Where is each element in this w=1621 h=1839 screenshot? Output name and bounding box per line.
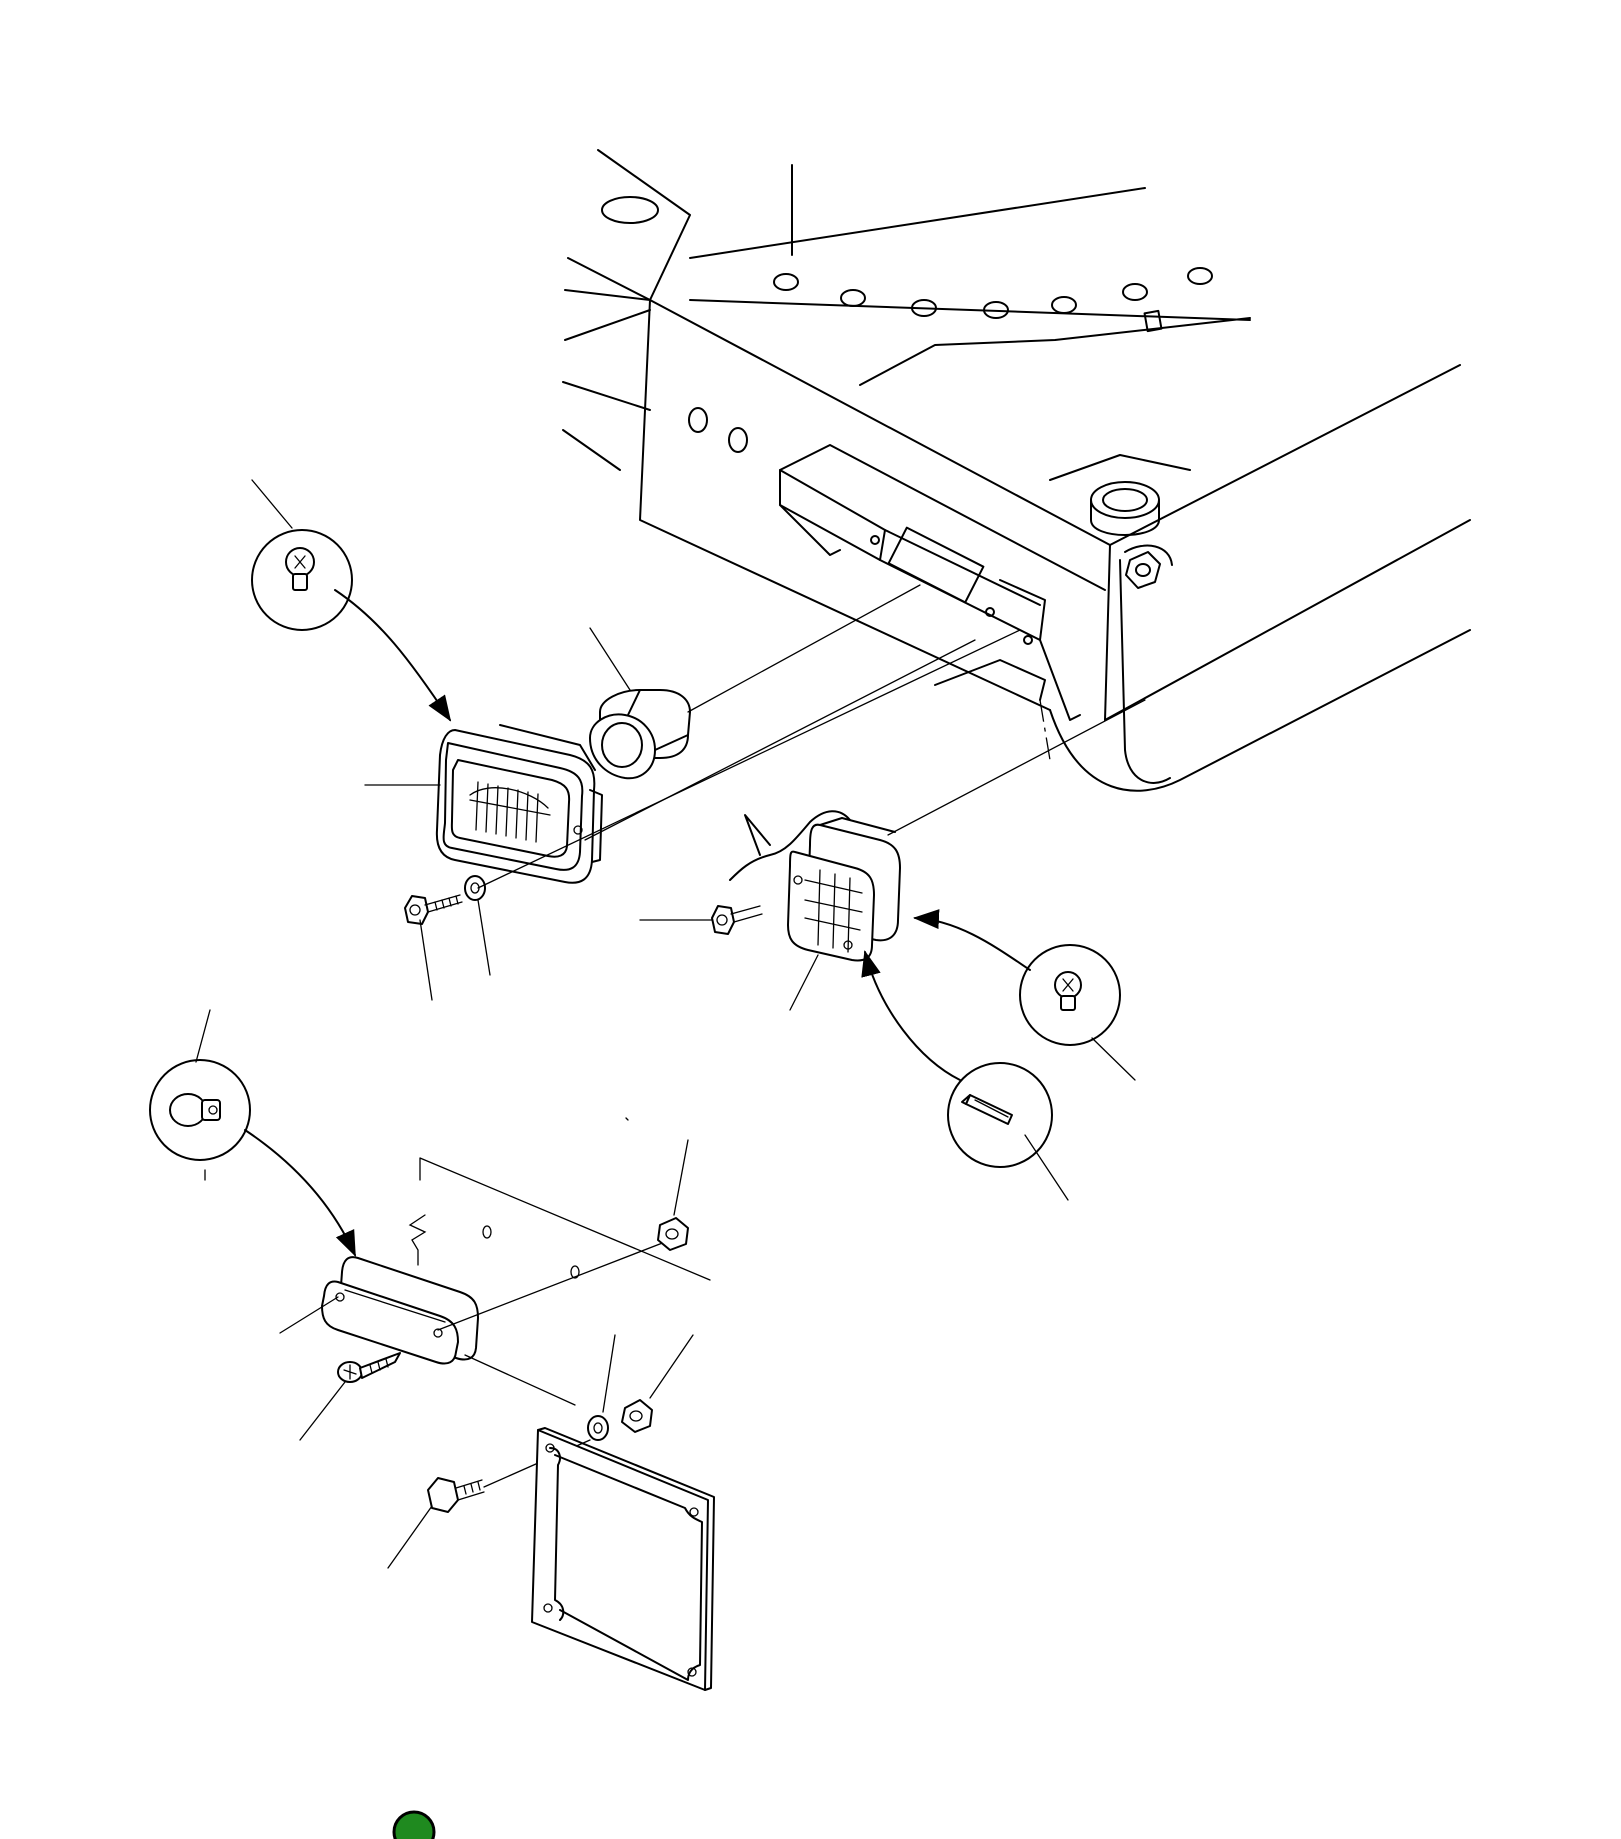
festoon-bulb-icon [962, 1095, 1012, 1124]
work-lamp-body [437, 725, 602, 883]
marker-lamp-assembly [640, 700, 1145, 1200]
marker-lamp-body [788, 818, 900, 960]
bulb-inset-circle [252, 530, 352, 630]
plate-nut [622, 1400, 652, 1432]
rear-lamp-nut [658, 1218, 688, 1250]
chassis-frame [563, 150, 1470, 791]
work-lamp-assembly [252, 480, 1020, 1000]
spacer-sleeve [590, 690, 690, 778]
plate-bolt [428, 1478, 484, 1512]
rear-lamp-assembly [150, 1010, 714, 1690]
bulb-icon [286, 548, 314, 590]
status-marker [394, 1812, 434, 1839]
rear-lamp-body [322, 1257, 478, 1363]
lamp-mount-washer [465, 876, 485, 900]
rear-lamp-screw [338, 1353, 400, 1382]
festoon-bulb-inset-circle [948, 1063, 1052, 1167]
mounting-plate [532, 1428, 714, 1690]
marker-bulb-inset-circle [1020, 945, 1120, 1045]
rear-bulb-inset-circle [150, 1060, 250, 1160]
bulb-icon [1055, 972, 1081, 1010]
lamp-mount-screw [405, 895, 462, 924]
marker-lamp-screw [712, 906, 762, 934]
bulb-icon [170, 1094, 220, 1126]
plate-washer [588, 1416, 608, 1440]
